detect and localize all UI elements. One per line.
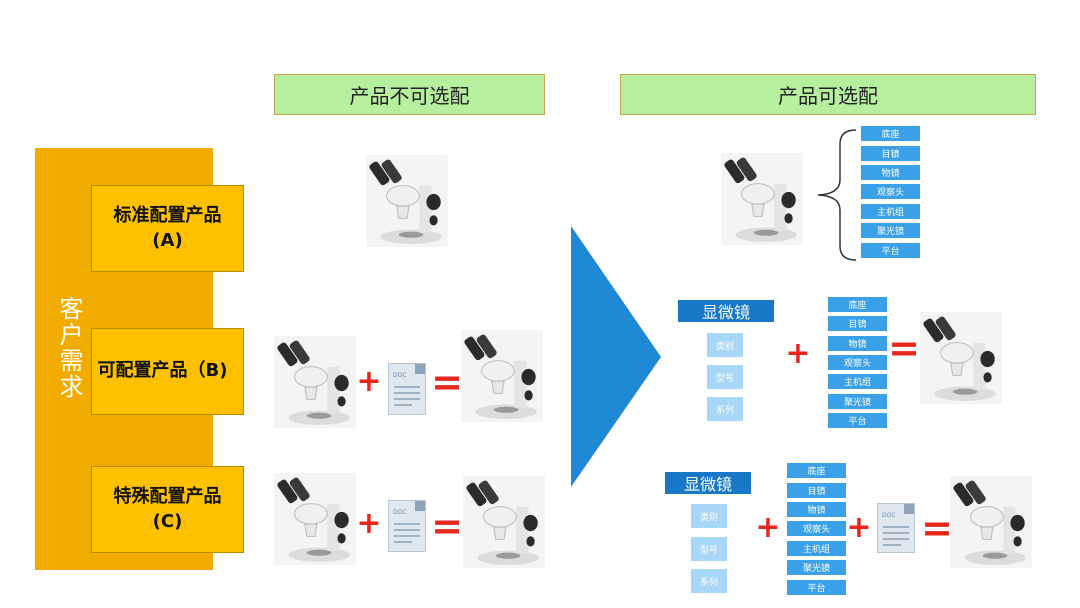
component-pill: 主机组: [828, 374, 887, 389]
document-icon: DOC: [877, 503, 915, 553]
standard-product-box: 标准配置产品 (A): [91, 185, 244, 272]
component-pill: 聚光镜: [787, 560, 846, 575]
microscope-label: 显微镜: [678, 300, 774, 322]
plus-icon: +: [356, 364, 382, 399]
component-pill: 底座: [787, 463, 846, 478]
plus-icon: +: [755, 510, 781, 545]
microscope-icon: [463, 476, 545, 568]
equals-icon: =: [431, 504, 463, 548]
brace-icon: [817, 129, 857, 261]
equals-icon: =: [888, 326, 920, 370]
configurable-product-name: 可配置产品（B): [97, 360, 228, 382]
microscope-icon: [950, 476, 1032, 568]
header-configurable: 产品可选配: [620, 74, 1036, 115]
customer-demand-label: 客户需求: [55, 296, 83, 400]
attribute-pill: 型号: [691, 537, 727, 561]
special-product-name: 特殊配置产品: [113, 486, 222, 508]
attribute-pill: 类别: [707, 333, 743, 357]
component-pill: 平台: [828, 413, 887, 428]
microscope-icon: [274, 336, 356, 428]
component-pill: 观察头: [828, 355, 887, 370]
equals-icon: =: [921, 506, 953, 550]
component-pill: 观察头: [787, 521, 846, 536]
component-pill: 物镜: [861, 165, 920, 180]
component-pill: 底座: [828, 297, 887, 312]
header-not-configurable: 产品不可选配: [274, 74, 545, 115]
standard-product-name: 标准配置产品: [113, 205, 222, 227]
component-pill: 目镜: [861, 146, 920, 161]
equals-icon: =: [431, 360, 463, 404]
doc-tag: DOC: [393, 372, 407, 379]
component-pill: 目镜: [787, 483, 846, 498]
arrow-icon: [571, 226, 661, 487]
microscope-icon: [366, 155, 448, 247]
special-product-box: 特殊配置产品 (C): [91, 466, 244, 553]
component-pill: 物镜: [787, 502, 846, 517]
component-pill: 观察头: [861, 184, 920, 199]
component-pill: 物镜: [828, 336, 887, 351]
component-pill: 目镜: [828, 316, 887, 331]
component-pill: 底座: [861, 126, 920, 141]
attribute-pill: 系列: [691, 569, 727, 593]
attribute-pill: 系列: [707, 397, 743, 421]
component-pill: 主机组: [787, 541, 846, 556]
plus-icon: +: [785, 336, 811, 371]
attribute-pill: 类别: [691, 504, 727, 528]
component-pill: 聚光镜: [861, 223, 920, 238]
component-pill: 聚光镜: [828, 394, 887, 409]
attribute-pill: 型号: [707, 365, 743, 389]
component-pill: 平台: [787, 580, 846, 595]
component-pill: 平台: [861, 243, 920, 258]
document-icon: DOC: [388, 500, 426, 552]
document-icon: DOC: [388, 363, 426, 415]
plus-icon: +: [356, 506, 382, 541]
doc-tag: DOC: [393, 509, 407, 516]
microscope-icon: [721, 153, 803, 245]
microscope-icon: [461, 330, 543, 422]
component-pill: 主机组: [861, 204, 920, 219]
microscope-icon: [920, 312, 1002, 404]
configurable-product-box: 可配置产品（B): [91, 328, 244, 415]
microscope-icon: [274, 473, 356, 565]
special-product-code: (C): [152, 510, 183, 532]
standard-product-code: (A): [152, 229, 183, 251]
microscope-label: 显微镜: [665, 472, 751, 494]
plus-icon: +: [846, 510, 872, 545]
doc-tag: DOC: [882, 512, 896, 519]
